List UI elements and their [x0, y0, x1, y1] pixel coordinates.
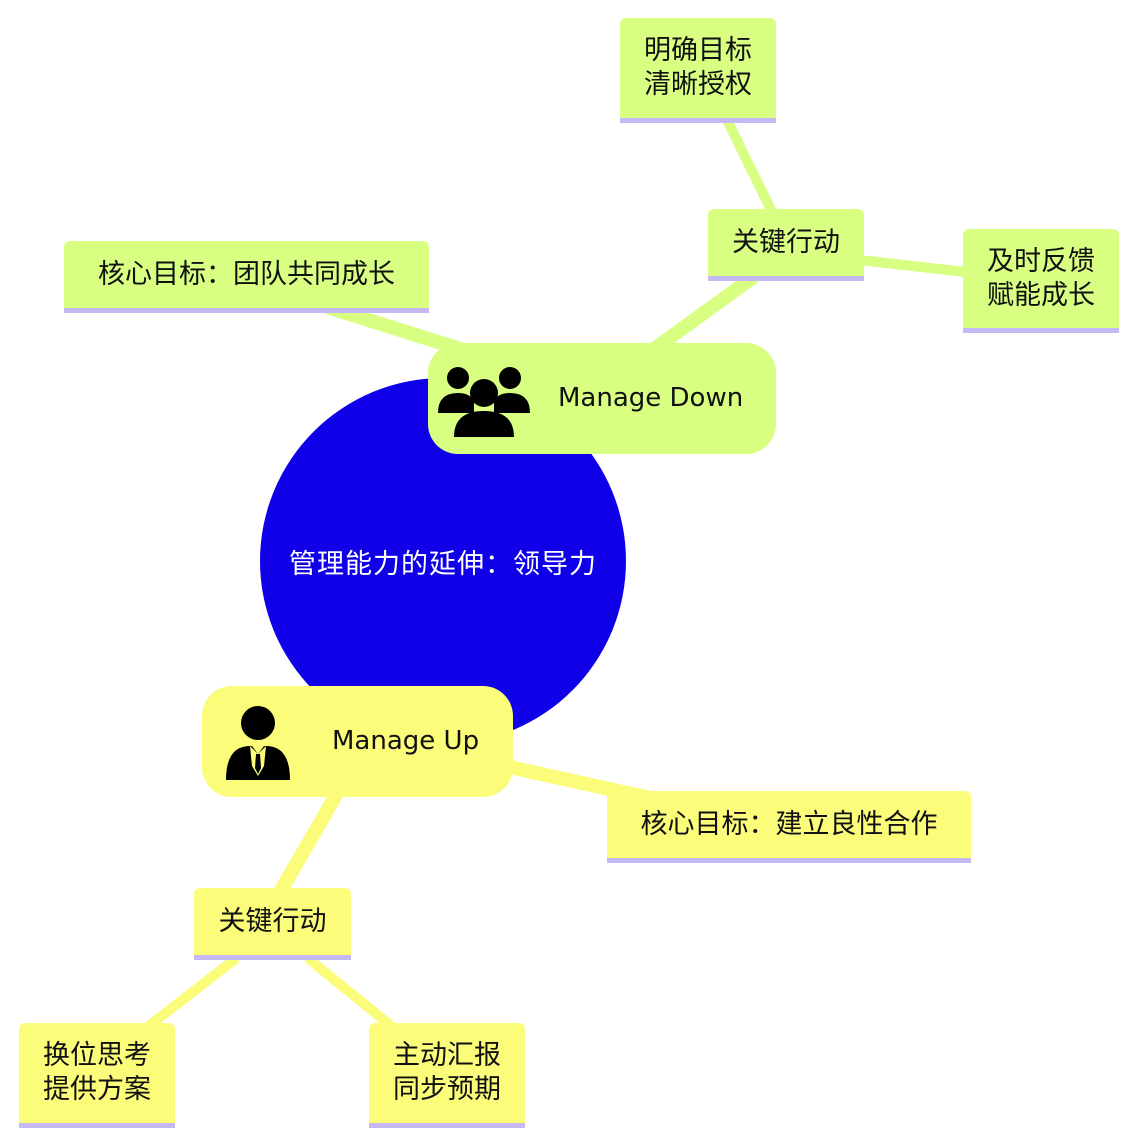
manage-down-action-1: 明确目标 清晰授权 [620, 18, 776, 123]
manage-down-label: Manage Down [558, 383, 744, 413]
manage-up-actions: 关键行动 [194, 888, 351, 960]
users-group-icon [436, 361, 532, 444]
manage-down-actions: 关键行动 [708, 209, 864, 281]
manage-down-node: Manage Down [428, 343, 776, 454]
manage-up-goal: 核心目标：建立良性合作 [607, 791, 971, 863]
manage-up-action-2: 主动汇报 同步预期 [369, 1023, 525, 1128]
manage-up-node: Manage Up [202, 686, 513, 797]
edge-actions-action1 [723, 117, 777, 217]
manage-down-action-2: 及时反馈 赋能成长 [963, 229, 1119, 333]
manage-up-label: Manage Up [332, 726, 480, 756]
edge-up-actions [273, 790, 342, 899]
manage-down-goal: 核心目标：团队共同成长 [64, 241, 429, 313]
edge-upactions-action1 [145, 955, 239, 1030]
edge-actions-action2 [855, 255, 970, 277]
root-label: 管理能力的延伸：领导力 [289, 548, 597, 580]
edge-down-actions [643, 271, 759, 359]
manage-up-action-1: 换位思考 提供方案 [19, 1023, 175, 1128]
businessman-icon [224, 704, 292, 787]
edge-upactions-action2 [305, 955, 395, 1030]
